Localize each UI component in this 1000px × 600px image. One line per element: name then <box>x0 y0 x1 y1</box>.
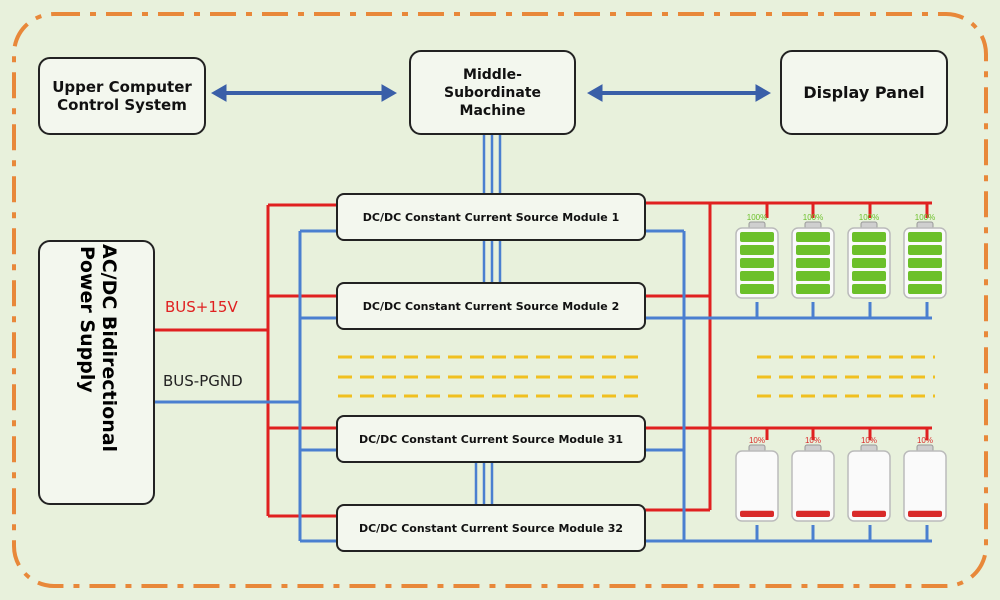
battery-charge-segment <box>740 258 774 268</box>
display-panel-box: Display Panel <box>780 50 948 135</box>
battery-charge-label: 100% <box>859 213 879 222</box>
battery-charge-segment <box>796 284 830 294</box>
battery-body <box>903 450 947 522</box>
battery-charge-segment <box>852 232 886 242</box>
low-battery-2: 10% <box>791 436 835 522</box>
battery-charge-fill <box>740 510 774 517</box>
battery-charge-segment <box>908 245 942 255</box>
module-32: DC/DC Constant Current Source Module 32 <box>336 504 646 552</box>
battery-array: 100% 100% 100% 100% 10% 10% 10% 10% <box>735 213 947 522</box>
low-battery-4: 10% <box>903 436 947 522</box>
battery-body <box>847 450 891 522</box>
battery-charge-label: 10% <box>749 436 765 445</box>
module-2: DC/DC Constant Current Source Module 2 <box>336 282 646 330</box>
display-panel-label: Display Panel <box>803 82 925 102</box>
positive-bus-right <box>644 201 932 512</box>
battery-charge-label: 100% <box>915 213 935 222</box>
battery-body <box>735 450 779 522</box>
power-supply-label-line2: Power Supply <box>76 246 98 393</box>
ellipsis-dashes-modules <box>338 355 644 398</box>
battery-charge-fill <box>796 510 830 517</box>
bus-ground-label: BUS-PGND <box>163 372 243 390</box>
battery-charge-segment <box>908 284 942 294</box>
battery-charge-segment <box>740 271 774 281</box>
battery-charge-segment <box>796 258 830 268</box>
battery-charge-label: 100% <box>803 213 823 222</box>
battery-charge-segment <box>740 232 774 242</box>
battery-charge-segment <box>908 232 942 242</box>
battery-charge-segment <box>852 245 886 255</box>
battery-charge-label: 10% <box>861 436 877 445</box>
battery-charge-segment <box>908 258 942 268</box>
battery-charge-segment <box>852 258 886 268</box>
battery-charge-fill <box>852 510 886 517</box>
battery-charge-segment <box>740 245 774 255</box>
battery-charge-segment <box>796 232 830 242</box>
upper-computer-box: Upper Computer Control System <box>38 57 206 135</box>
battery-charge-segment <box>852 271 886 281</box>
positive-bus-left <box>155 203 338 518</box>
power-supply-box <box>38 240 155 505</box>
ground-bus-left <box>155 229 338 543</box>
link-arrow-middle-display <box>586 84 772 102</box>
full-battery-1: 100% <box>735 213 779 299</box>
battery-charge-segment <box>908 271 942 281</box>
battery-charge-label: 10% <box>917 436 933 445</box>
bus-positive-label: BUS+15V <box>165 298 238 316</box>
full-battery-2: 100% <box>791 213 835 299</box>
middle-subordinate-label: Middle-Subordinate Machine <box>443 66 541 119</box>
ellipsis-dashes-batteries <box>757 355 935 398</box>
battery-charge-segment <box>740 284 774 294</box>
battery-charge-segment <box>852 284 886 294</box>
low-battery-3: 10% <box>847 436 891 522</box>
comm-bus <box>474 135 502 504</box>
battery-charge-segment <box>796 245 830 255</box>
full-battery-3: 100% <box>847 213 891 299</box>
battery-charge-label: 10% <box>805 436 821 445</box>
middle-subordinate-box: Middle-Subordinate Machine <box>409 50 576 135</box>
battery-charge-label: 100% <box>747 213 767 222</box>
full-battery-4: 100% <box>903 213 947 299</box>
link-arrow-upper-middle <box>210 84 398 102</box>
battery-body <box>791 450 835 522</box>
battery-charge-segment <box>796 271 830 281</box>
module-31: DC/DC Constant Current Source Module 31 <box>336 415 646 463</box>
battery-charge-fill <box>908 510 942 517</box>
upper-computer-label: Upper Computer Control System <box>52 78 192 114</box>
module-1: DC/DC Constant Current Source Module 1 <box>336 193 646 241</box>
low-battery-1: 10% <box>735 436 779 522</box>
ground-bus-right <box>644 229 932 543</box>
system-boundary-frame <box>12 12 988 588</box>
power-supply-label-line1: AC/DC Bidirectional <box>98 244 120 453</box>
